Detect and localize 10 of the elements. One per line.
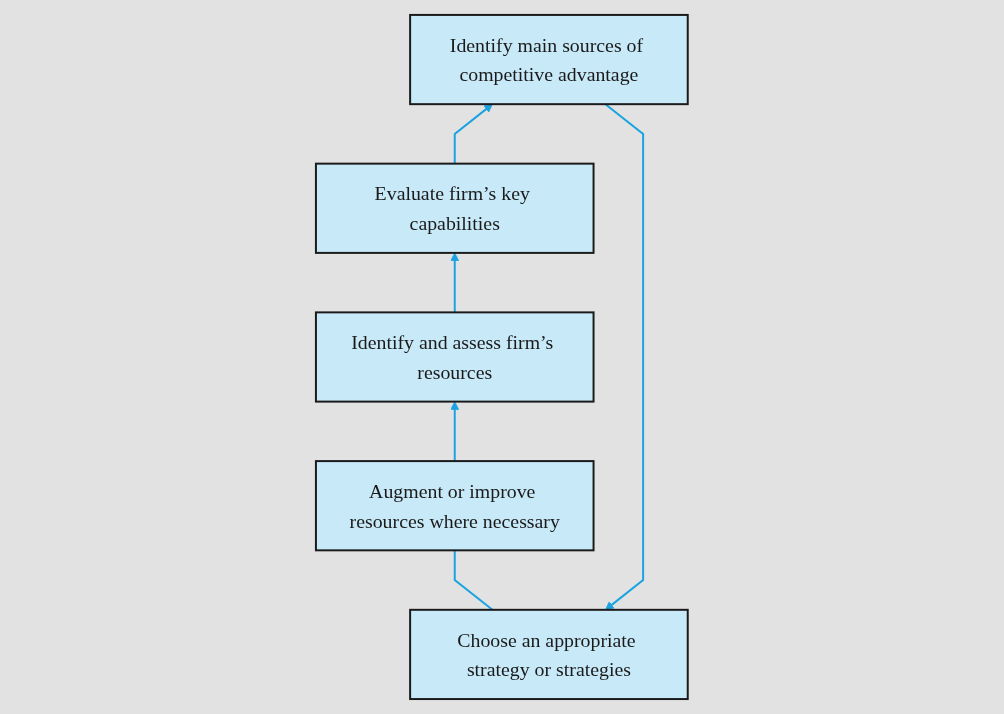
node-box: Choose an appropriate strategy or strategies xyxy=(409,608,689,701)
node-box: Identify main sources of competitive advantage xyxy=(409,13,689,106)
arrow xyxy=(450,401,460,463)
arrow xyxy=(450,252,460,314)
node-box: Identify and assess firm’s resources xyxy=(315,311,595,403)
node-box: Augment or improve resources where necessary xyxy=(315,460,595,552)
node-box: Evaluate firm’s key capabilities xyxy=(315,162,595,254)
arrow xyxy=(604,103,645,611)
connector xyxy=(453,549,494,611)
arrow xyxy=(453,103,493,165)
